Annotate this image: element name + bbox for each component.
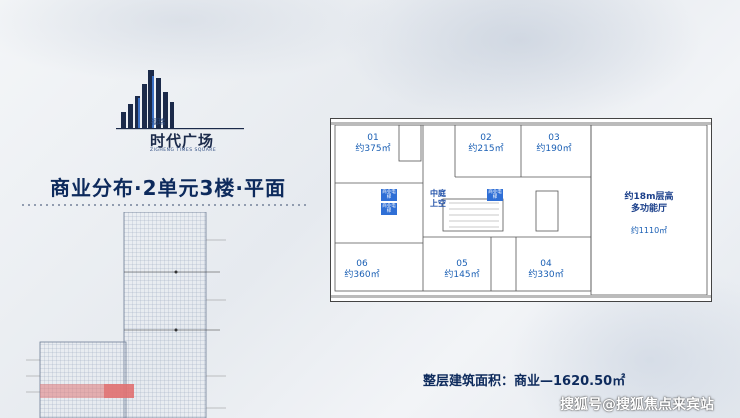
page-title: 商业分布·2单元3楼·平面 xyxy=(50,176,287,200)
elevator-tag: 商业电梯 xyxy=(487,189,503,201)
logo-english: ZIGHENG TIMES SQUARE xyxy=(150,148,217,153)
total-floor-area: 整层建筑面积：商业—1620.50㎡ xyxy=(423,374,626,389)
tower-section-drawing xyxy=(26,212,226,418)
elevator-tag: 商业电梯 xyxy=(381,189,397,201)
atrium-label: 中庭上空 xyxy=(430,189,446,208)
logo-skyline-icon xyxy=(116,70,244,130)
dotted-divider xyxy=(20,204,310,206)
multifunction-hall-label: 约18m层高多功能厅 xyxy=(624,192,674,214)
floor-plan-lines xyxy=(331,122,711,298)
logo-name: 时代广场 xyxy=(150,132,215,150)
elevator-tag: 商业电梯 xyxy=(381,203,397,215)
logo-top-text: 福瑞 xyxy=(151,118,165,126)
watermark: 搜狐号@搜狐焦点来宾站 xyxy=(560,397,714,413)
multifunction-hall-area: 约1110㎡ xyxy=(630,226,668,235)
